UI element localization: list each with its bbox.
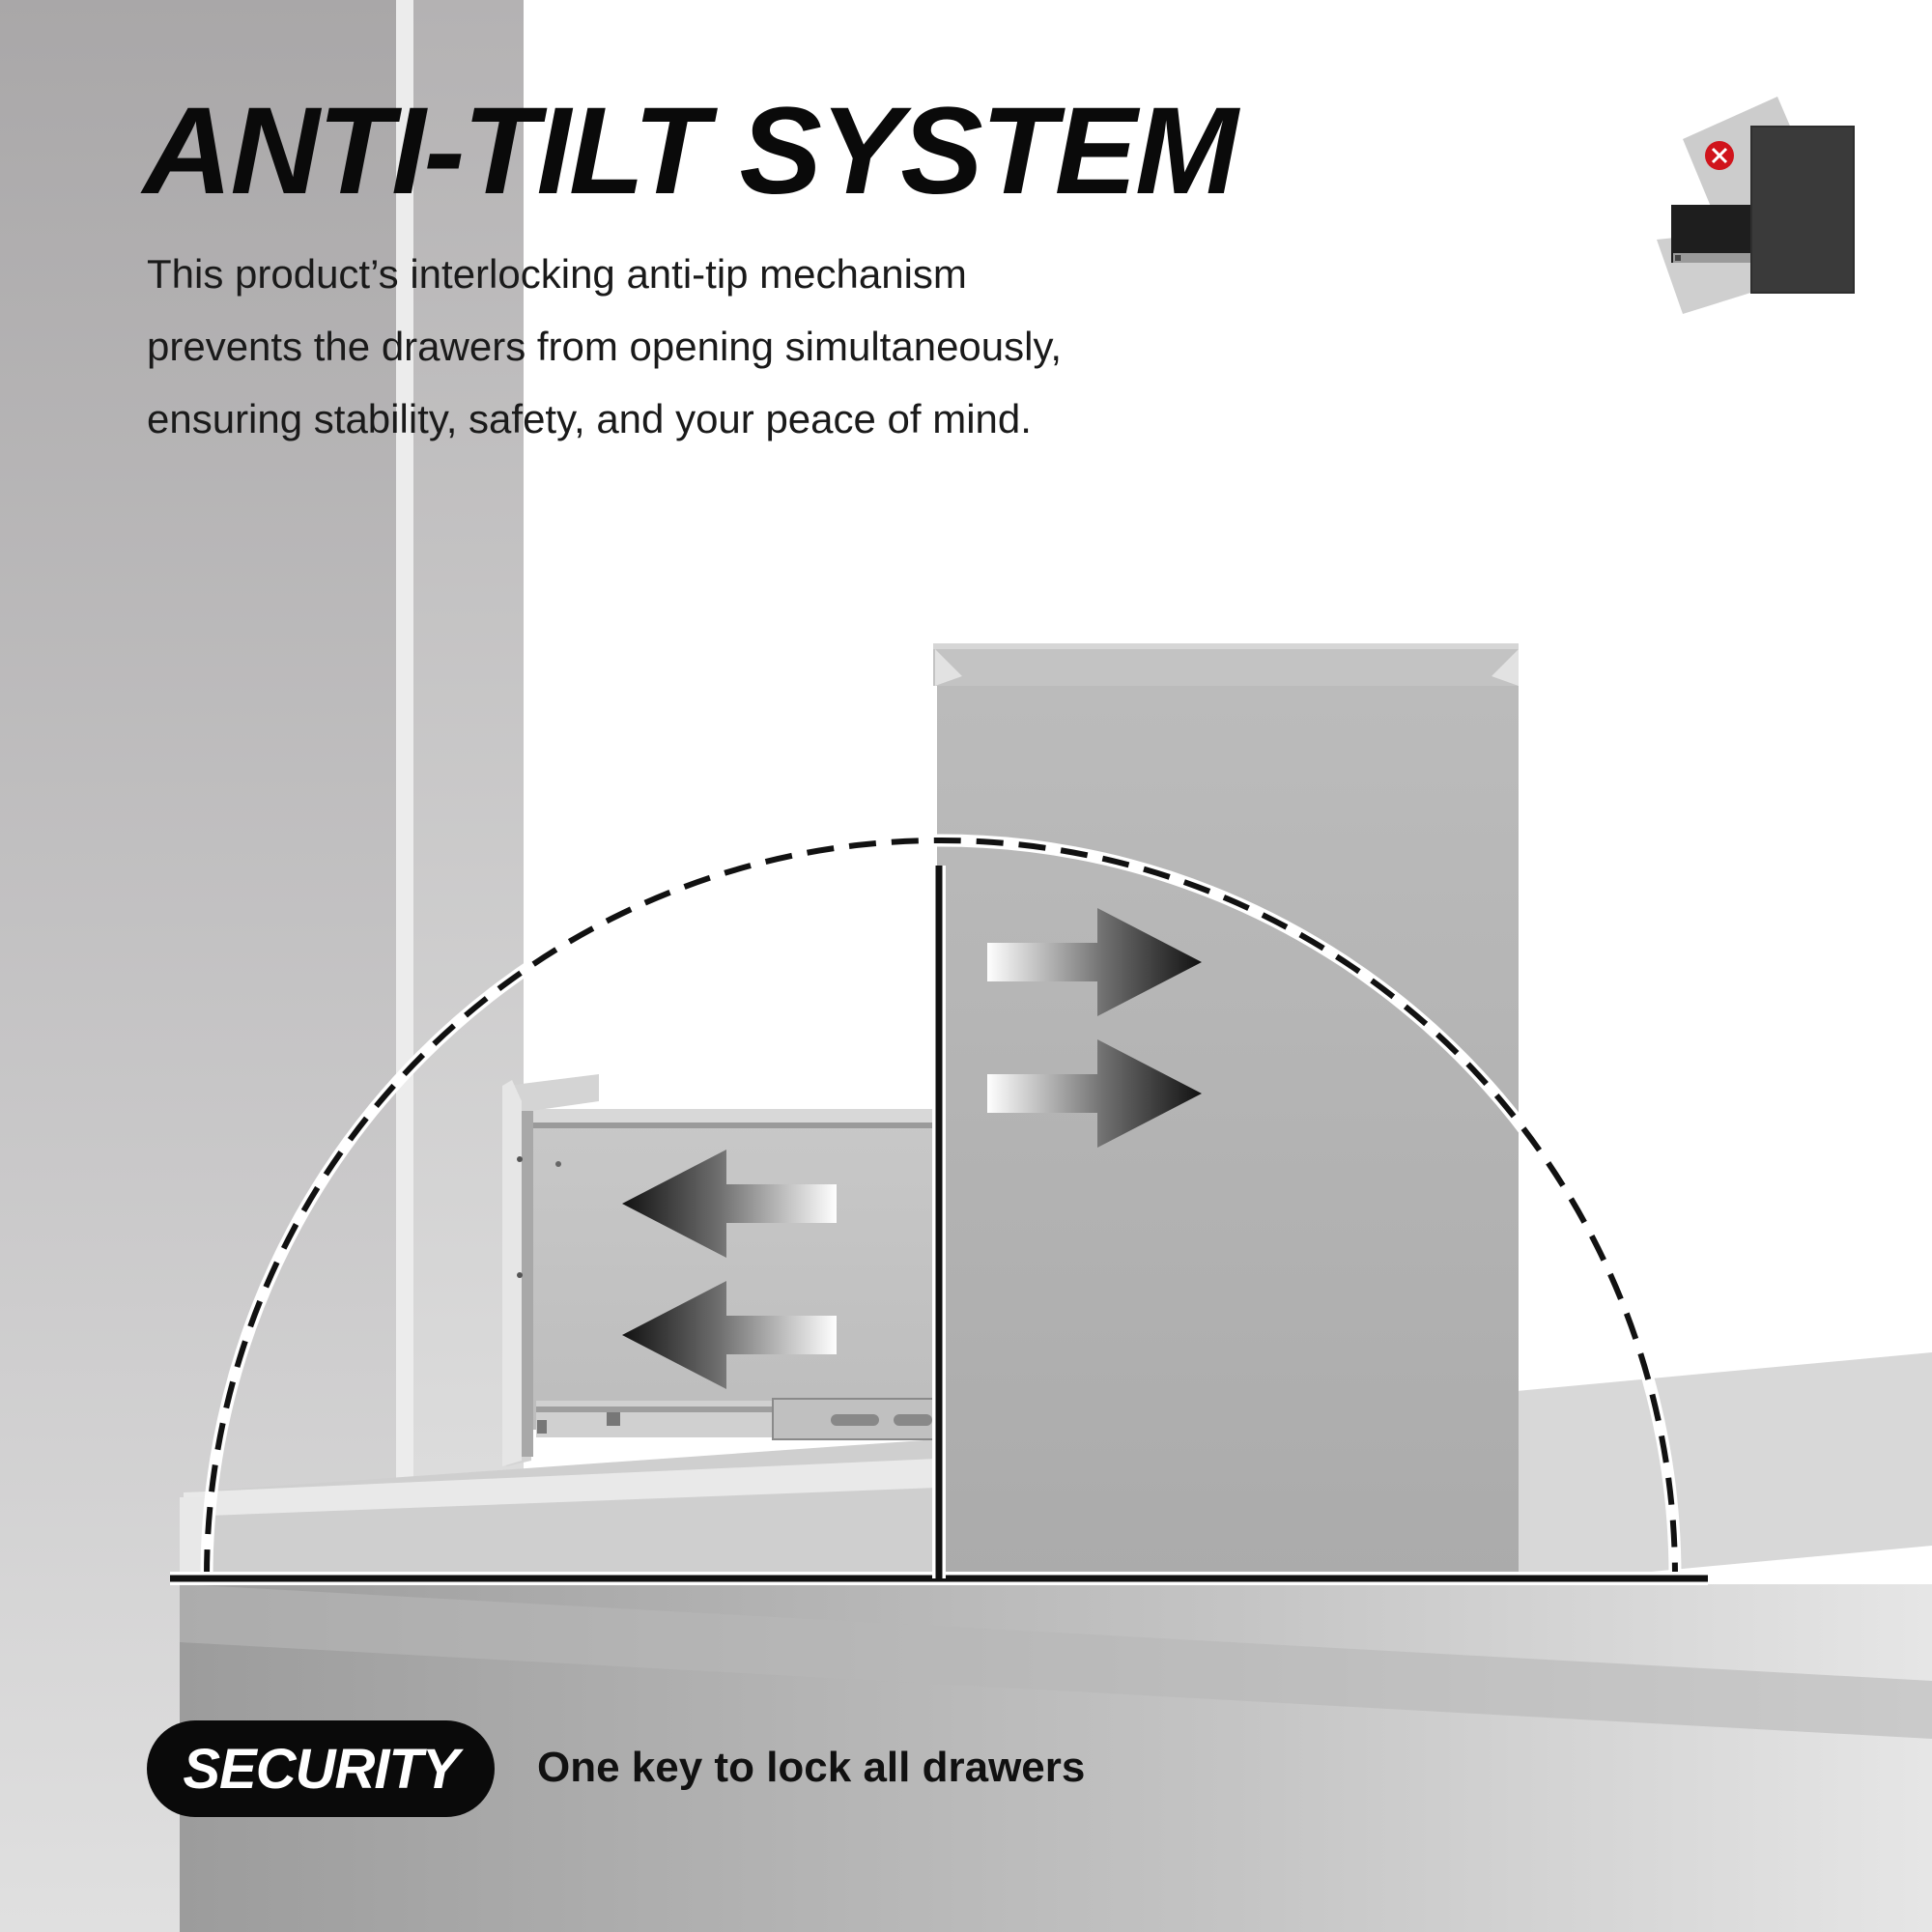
security-text: One key to lock all drawers [537,1744,1086,1791]
security-badge: SECURITY [147,1720,495,1817]
arrow-left-icon [622,1281,837,1389]
page-title: ANTI-TILT SYSTEM [143,82,1238,220]
tilt-arc [200,834,1682,1577]
description-line: prevents the drawers from opening simult… [147,324,1063,369]
ground-line [170,866,1708,1585]
cabinet-tilt-warning-icon [1657,97,1855,314]
description: This product’s interlocking anti-tip mec… [147,238,1306,455]
description-line: ensuring stability, safety, and your pea… [147,396,1032,441]
arrow-right-icon [987,908,1202,1016]
description-line: This product’s interlocking anti-tip mec… [147,251,967,297]
open-drawer [502,1074,936,1466]
arrow-left-icon [622,1150,837,1258]
close-circle-icon [1705,141,1734,170]
arrow-right-icon [987,1039,1202,1148]
